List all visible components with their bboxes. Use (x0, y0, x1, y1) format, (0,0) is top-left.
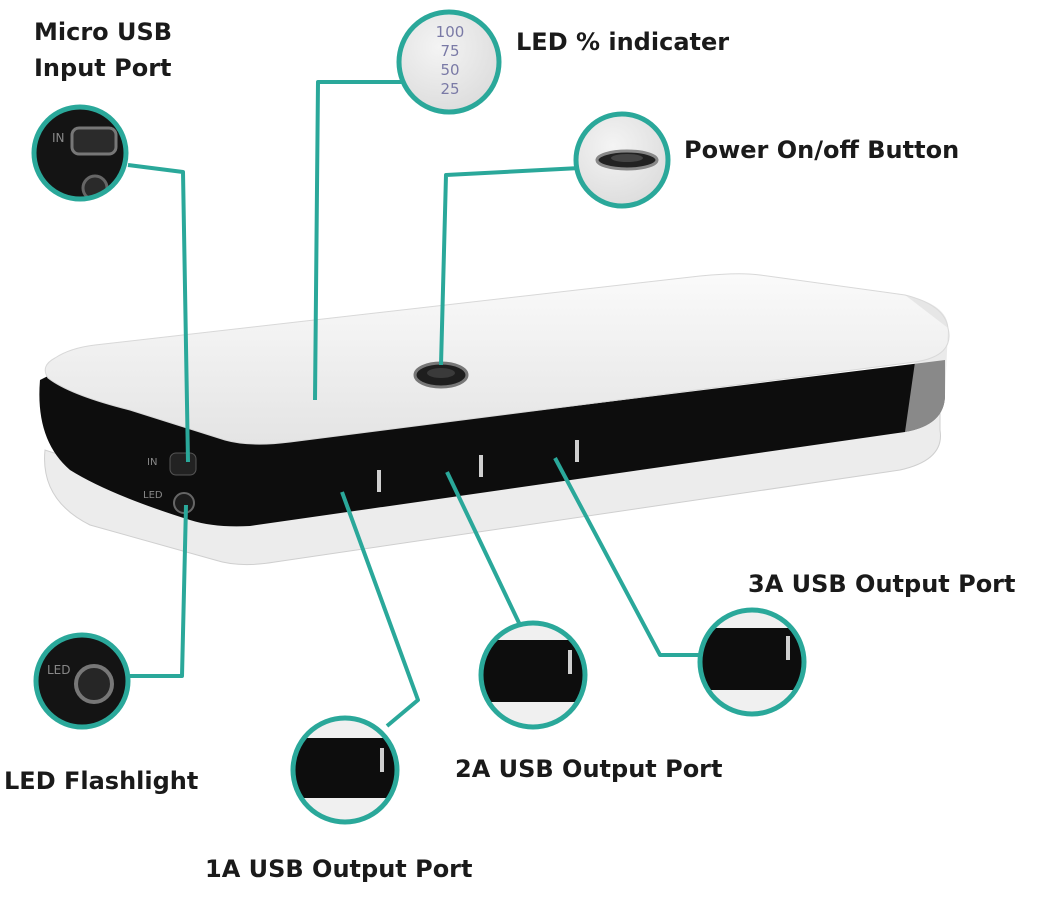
label-micro-usb-line2: Input Port (34, 54, 172, 82)
black-band (39, 360, 945, 527)
label-usb-3a: 3A USB Output Port (748, 570, 1016, 598)
label-power-button: Power On/off Button (684, 136, 960, 164)
top-surface (44, 273, 950, 445)
led-level-25: 25 (440, 80, 459, 98)
flashlight-zoom: LED (33, 632, 131, 730)
top-power-button-highlight (427, 368, 455, 378)
usb-3a-zoom (697, 607, 807, 717)
line-led-indicator (313, 80, 403, 401)
label-usb-2a: 2A USB Output Port (455, 755, 723, 783)
side-in-marking: IN (147, 457, 157, 468)
usb-2a-zoom (478, 620, 588, 730)
line-flashlight (126, 504, 188, 678)
label-led-flashlight: LED Flashlight (4, 767, 199, 795)
front-port-slot-1a (377, 470, 381, 492)
led-level-100: 100 (436, 23, 465, 41)
side-led-marking: LED (143, 490, 163, 501)
line-1a (340, 491, 420, 728)
led-indicator-zoom: 100 75 50 25 (396, 9, 502, 115)
led-level-50: 50 (440, 61, 459, 79)
line-3a (553, 457, 702, 657)
label-usb-1a: 1A USB Output Port (205, 855, 473, 883)
label-micro-usb-line1: Micro USB (34, 18, 173, 46)
power-button-zoom (573, 111, 671, 209)
power-bank-body: IN LED (39, 273, 950, 566)
callout-lines (126, 80, 702, 728)
line-power-button (439, 166, 581, 366)
svg-text:IN: IN (52, 131, 65, 145)
right-end (905, 295, 950, 432)
label-led-indicator: LED % indicater (516, 28, 730, 56)
front-port-slot-2a (479, 455, 483, 477)
micro-usb-zoom: IN (31, 104, 129, 202)
led-level-75: 75 (440, 42, 459, 60)
side-micro-usb-port (169, 452, 197, 476)
usb-1a-zoom (290, 715, 400, 825)
svg-text:LED: LED (47, 663, 71, 677)
line-micro-usb (127, 163, 190, 463)
line-2a (445, 471, 522, 626)
front-port-slot-3a (575, 440, 579, 462)
